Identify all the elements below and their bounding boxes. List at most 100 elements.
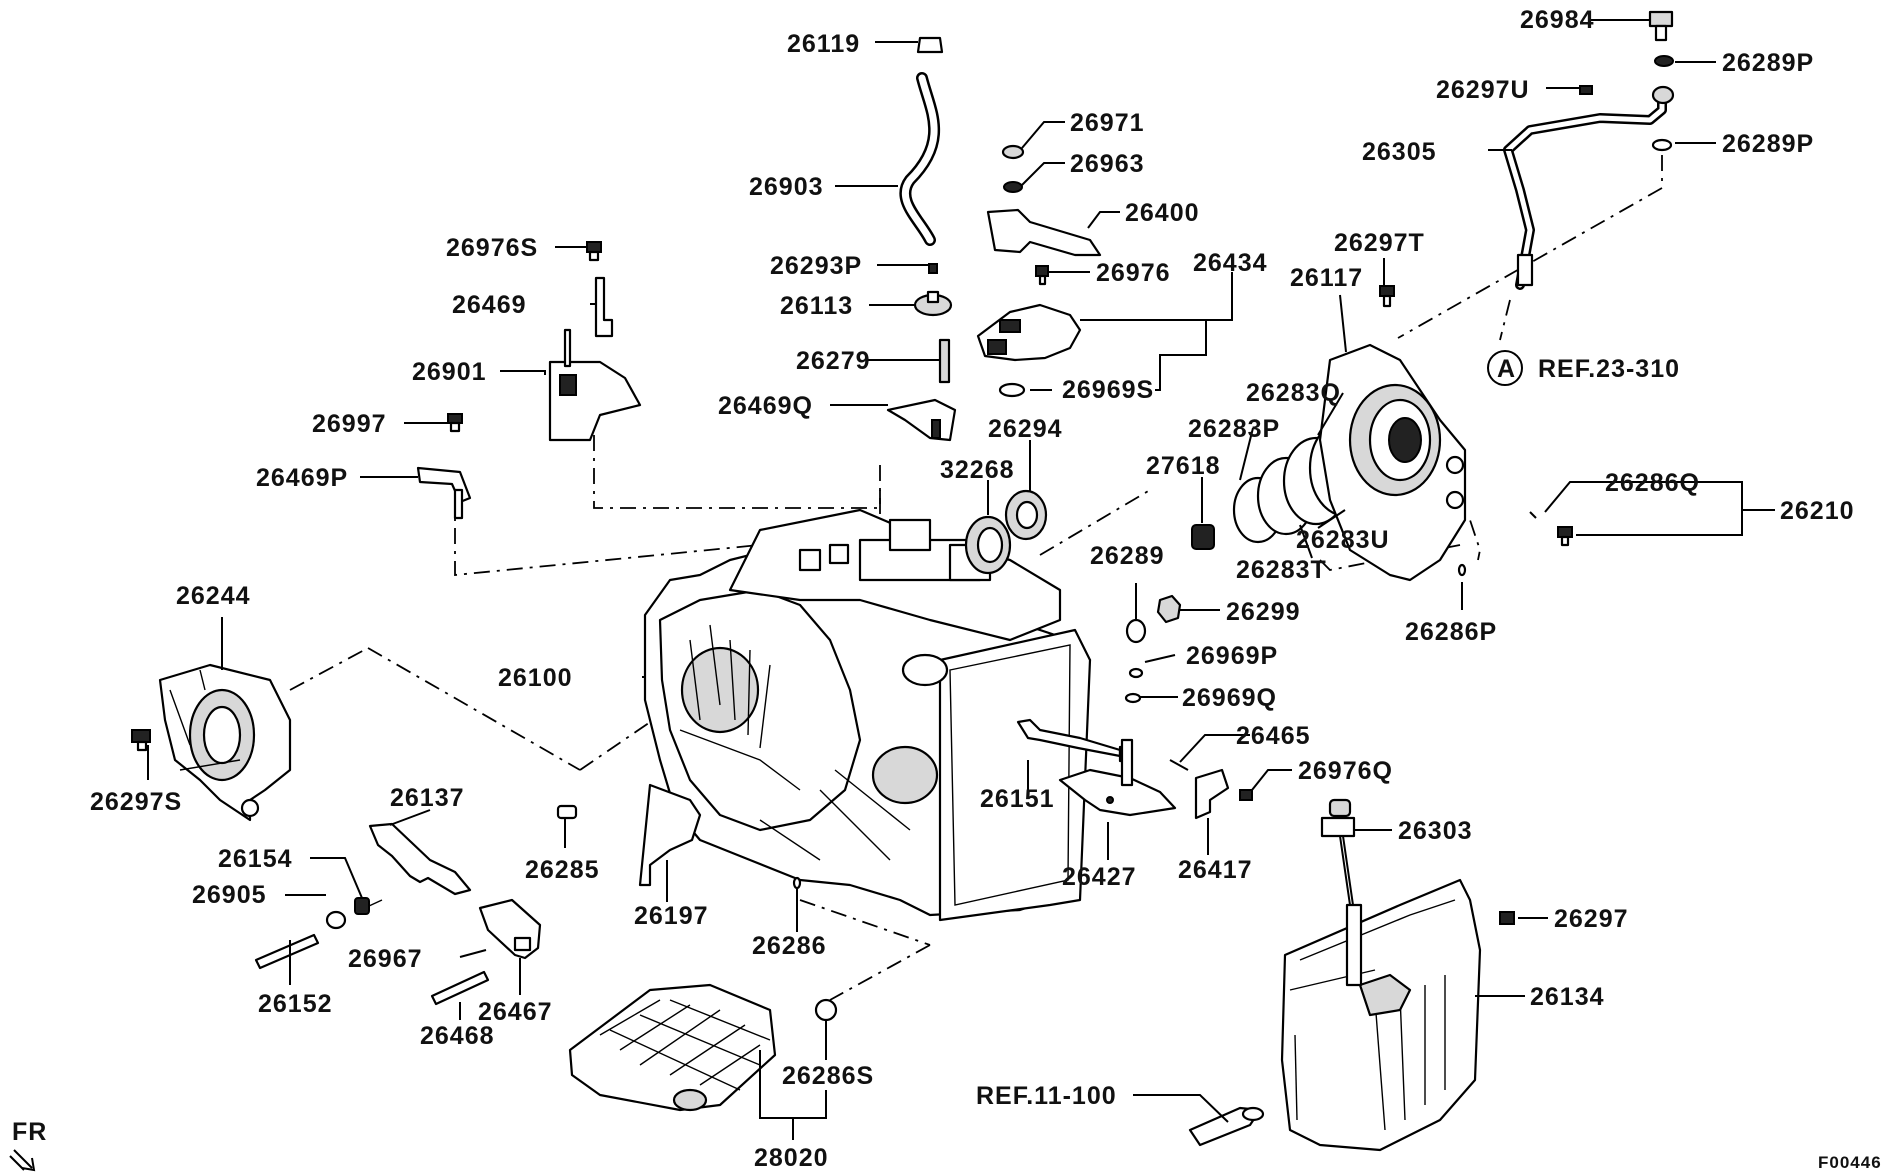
label-26976S: 26976S (446, 234, 538, 262)
label-28020: 28020 (754, 1144, 829, 1172)
label-26976Q: 26976Q (1298, 757, 1393, 785)
part-26976-bolt (1035, 265, 1049, 286)
figure-id: F00446 (1818, 1153, 1882, 1172)
part-26154-spring (354, 897, 383, 915)
part-26997-bolt (447, 413, 463, 433)
label-26289P-top: 26289P (1722, 49, 1814, 77)
part-26294-seal (1004, 489, 1048, 541)
label-26286Q: 26286Q (1605, 469, 1700, 497)
ref-11-100-part (1188, 1106, 1265, 1147)
label-26113: 26113 (780, 292, 853, 320)
label-26283Q: 26283Q (1246, 379, 1341, 407)
label-26417: 26417 (1178, 856, 1253, 884)
front-arrow-icon (9, 1149, 36, 1172)
label-26279: 26279 (796, 347, 871, 375)
part-26967-pin (459, 949, 487, 958)
label-26152: 26152 (258, 990, 333, 1018)
label-26244: 26244 (176, 582, 251, 610)
part-26976S-bolt (586, 241, 602, 262)
label-26901: 26901 (412, 358, 487, 386)
part-27618-spring (1191, 524, 1215, 550)
label-26427: 26427 (1062, 863, 1137, 891)
part-26297S-bolt (131, 729, 151, 752)
label-26469: 26469 (452, 291, 527, 319)
leader-lines (147, 19, 1775, 1140)
part-26903-breather-hose (899, 72, 940, 246)
label-26297: 26297 (1554, 905, 1629, 933)
part-26299-plug (1156, 594, 1182, 624)
fr-label: FR (12, 1118, 47, 1146)
ref-circle-letter: A (1497, 355, 1516, 383)
label-26283U: 26283U (1296, 526, 1390, 554)
label-26294: 26294 (988, 415, 1063, 443)
part-26289-oring (1125, 618, 1147, 644)
part-26905-bushing (325, 910, 347, 930)
label-26283P: 26283P (1188, 415, 1280, 443)
label-26289P-bottom: 26289P (1722, 130, 1814, 158)
label-26963: 26963 (1070, 150, 1145, 178)
part-26434-switch (976, 303, 1082, 362)
part-26400-lever (986, 208, 1102, 257)
part-26286P-pin (1457, 563, 1467, 577)
label-26137: 26137 (390, 784, 465, 812)
label-26119: 26119 (787, 30, 860, 58)
label-26969P: 26969P (1186, 642, 1278, 670)
part-26969P-oring (1128, 667, 1144, 679)
part-26469-bracket (594, 276, 614, 338)
label-26903: 26903 (749, 173, 824, 201)
part-26134-oil-pan (1280, 878, 1482, 1152)
part-26969Q-oring (1124, 692, 1142, 704)
label-26465: 26465 (1236, 722, 1311, 750)
part-26279-shaft (938, 338, 951, 384)
label-26976: 26976 (1096, 259, 1171, 287)
label-26467: 26467 (478, 998, 553, 1026)
reference-callouts: A REF.23-310 REF.11-100 (976, 350, 1680, 1110)
part-26467-bracket (478, 898, 542, 960)
label-26134: 26134 (1530, 983, 1605, 1011)
label-27618: 27618 (1146, 452, 1221, 480)
part-26971-nut (1001, 144, 1025, 160)
part-26286-pin (792, 876, 802, 890)
part-26113 (913, 290, 953, 317)
part-26297T-bolt (1379, 285, 1395, 308)
part-26468-pin (430, 970, 490, 1006)
ref-23-310-label: REF.23-310 (1538, 355, 1680, 383)
part-26285-pin (556, 804, 578, 820)
label-26303: 26303 (1398, 817, 1473, 845)
part-26297U-bolt (1579, 85, 1593, 95)
label-26286: 26286 (752, 932, 827, 960)
label-26469P: 26469P (256, 464, 348, 492)
part-26427-detent-plate (1058, 738, 1177, 817)
part-26210-bolt (1557, 526, 1573, 547)
label-26997: 26997 (312, 410, 387, 438)
part-26417-spring-plate (1194, 768, 1230, 820)
part-26469Q-bracket (886, 398, 957, 442)
part-26984-bolt (1648, 10, 1674, 42)
label-26905: 26905 (192, 881, 267, 909)
label-26984: 26984 (1520, 6, 1595, 34)
part-26289P-gasket-bottom (1651, 138, 1673, 152)
part-26469P-bracket (416, 466, 472, 520)
part-26152-pin (254, 933, 320, 970)
label-26283T: 26283T (1236, 556, 1327, 584)
label-26285: 26285 (525, 856, 600, 884)
part-26289P-gasket-top (1654, 55, 1674, 67)
label-26297T: 26297T (1334, 229, 1425, 257)
label-26971: 26971 (1070, 109, 1145, 137)
part-26286S-oring (814, 998, 838, 1022)
label-26210: 26210 (1780, 497, 1855, 525)
label-26286S: 26286S (782, 1062, 874, 1090)
part-26901-sensor-bracket (548, 328, 642, 442)
part-26297-bolt (1499, 911, 1515, 925)
label-32268: 32268 (940, 456, 1015, 484)
label-26967: 26967 (348, 945, 423, 973)
part-26117-cover (1318, 343, 1467, 582)
label-26289: 26289 (1090, 542, 1165, 570)
label-26293P: 26293P (770, 252, 862, 280)
part-number-labels: 26984 26289P 26297U 26305 26289P 26119 2… (90, 6, 1855, 1172)
label-26154: 26154 (218, 845, 293, 873)
part-26465-spring (1169, 759, 1189, 771)
part-26303-dipstick (1320, 798, 1363, 987)
part-26286Q-pin (1529, 511, 1537, 519)
